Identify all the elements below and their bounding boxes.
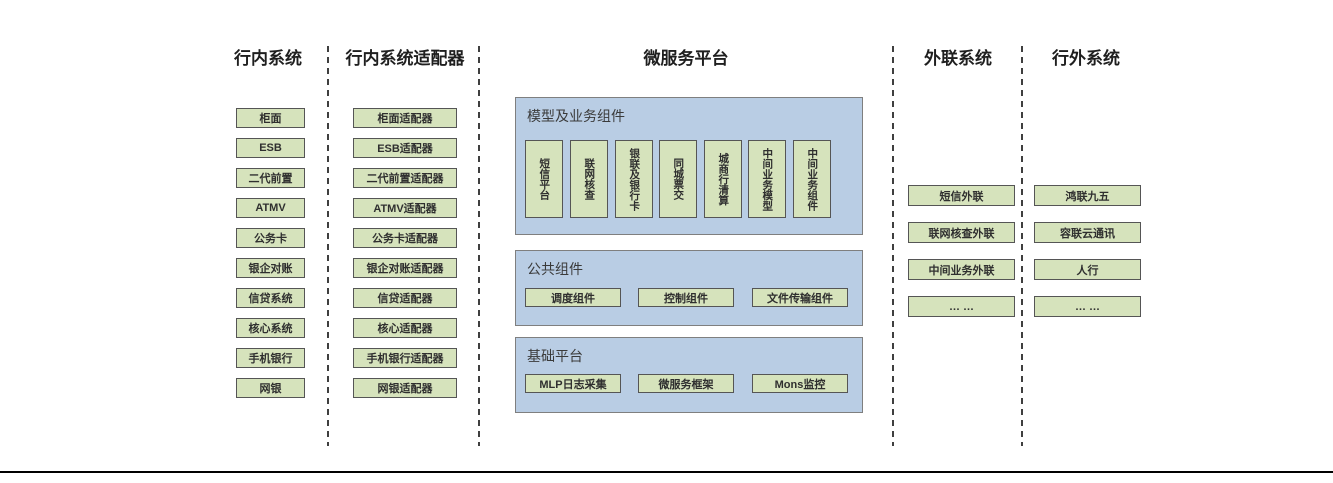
outside-system-box: 容联云通讯 bbox=[1034, 222, 1141, 243]
component-label: 中间业务组件 bbox=[806, 147, 819, 211]
outside-system-box: 人行 bbox=[1034, 259, 1141, 280]
adapter-box: 核心适配器 bbox=[353, 318, 457, 338]
component-box: 联网核查 bbox=[570, 140, 608, 218]
component-label: 联网核查 bbox=[583, 158, 596, 200]
system-box: 公务卡 bbox=[236, 228, 305, 248]
adapter-box: 网银适配器 bbox=[353, 378, 457, 398]
component-box: 银联及银行卡 bbox=[615, 140, 653, 218]
component-box: 短信平台 bbox=[525, 140, 563, 218]
panel-base-platform: 基础平台 MLP日志采集 微服务框架 Mons监控 bbox=[515, 337, 863, 413]
system-box: ESB bbox=[236, 138, 305, 158]
component-box: 城商行清算 bbox=[704, 140, 742, 218]
system-box: 网银 bbox=[236, 378, 305, 398]
outside-system-box: 鸿联九五 bbox=[1034, 185, 1141, 206]
component-box: 文件传输组件 bbox=[752, 288, 848, 307]
adapter-box: ESB适配器 bbox=[353, 138, 457, 158]
outside-system-box: … … bbox=[1034, 296, 1141, 317]
component-label: 短信平台 bbox=[538, 158, 551, 200]
system-box: 柜面 bbox=[236, 108, 305, 128]
component-box: MLP日志采集 bbox=[525, 374, 621, 393]
system-box: 二代前置 bbox=[236, 168, 305, 188]
system-box: ATMV bbox=[236, 198, 305, 218]
column-header-outside-systems: 行外系统 bbox=[1052, 49, 1120, 68]
panel-title: 基础平台 bbox=[527, 348, 583, 364]
component-box: 控制组件 bbox=[638, 288, 734, 307]
divider-line bbox=[478, 46, 480, 446]
system-box: 手机银行 bbox=[236, 348, 305, 368]
component-box: Mons监控 bbox=[752, 374, 848, 393]
component-label: 同城票交 bbox=[672, 158, 685, 200]
bottom-rule bbox=[0, 471, 1333, 473]
column-header-internal-systems: 行内系统 bbox=[234, 49, 302, 68]
system-box: 信贷系统 bbox=[236, 288, 305, 308]
system-box: 核心系统 bbox=[236, 318, 305, 338]
adapter-box: 柜面适配器 bbox=[353, 108, 457, 128]
adapter-box: 二代前置适配器 bbox=[353, 168, 457, 188]
system-box: 银企对账 bbox=[236, 258, 305, 278]
divider-line bbox=[327, 46, 329, 446]
adapter-box: 手机银行适配器 bbox=[353, 348, 457, 368]
panel-common-components: 公共组件 调度组件 控制组件 文件传输组件 bbox=[515, 250, 863, 326]
component-box: 中间业务组件 bbox=[793, 140, 831, 218]
panel-title: 公共组件 bbox=[527, 261, 583, 277]
external-link-box: 中间业务外联 bbox=[908, 259, 1015, 280]
external-link-box: 联网核查外联 bbox=[908, 222, 1015, 243]
component-box: 调度组件 bbox=[525, 288, 621, 307]
divider-line bbox=[1021, 46, 1023, 446]
component-box: 同城票交 bbox=[659, 140, 697, 218]
adapter-box: 公务卡适配器 bbox=[353, 228, 457, 248]
panel-title: 模型及业务组件 bbox=[527, 108, 625, 124]
adapter-box: 信贷适配器 bbox=[353, 288, 457, 308]
adapter-box: 银企对账适配器 bbox=[353, 258, 457, 278]
external-link-box: … … bbox=[908, 296, 1015, 317]
external-link-box: 短信外联 bbox=[908, 185, 1015, 206]
divider-line bbox=[892, 46, 894, 446]
column-header-internal-adapters: 行内系统适配器 bbox=[345, 49, 465, 68]
component-label: 城商行清算 bbox=[717, 152, 730, 206]
component-label: 银联及银行卡 bbox=[628, 147, 641, 211]
column-header-external-link-systems: 外联系统 bbox=[924, 49, 992, 68]
component-label: 中间业务模型 bbox=[761, 147, 774, 211]
component-box: 微服务框架 bbox=[638, 374, 734, 393]
component-box: 中间业务模型 bbox=[748, 140, 786, 218]
column-header-microservice-platform: 微服务平台 bbox=[643, 49, 729, 68]
adapter-box: ATMV适配器 bbox=[353, 198, 457, 218]
panel-model-business-components: 模型及业务组件 短信平台 联网核查 银联及银行卡 同城票交 城商行清算 中间业务… bbox=[515, 97, 863, 235]
